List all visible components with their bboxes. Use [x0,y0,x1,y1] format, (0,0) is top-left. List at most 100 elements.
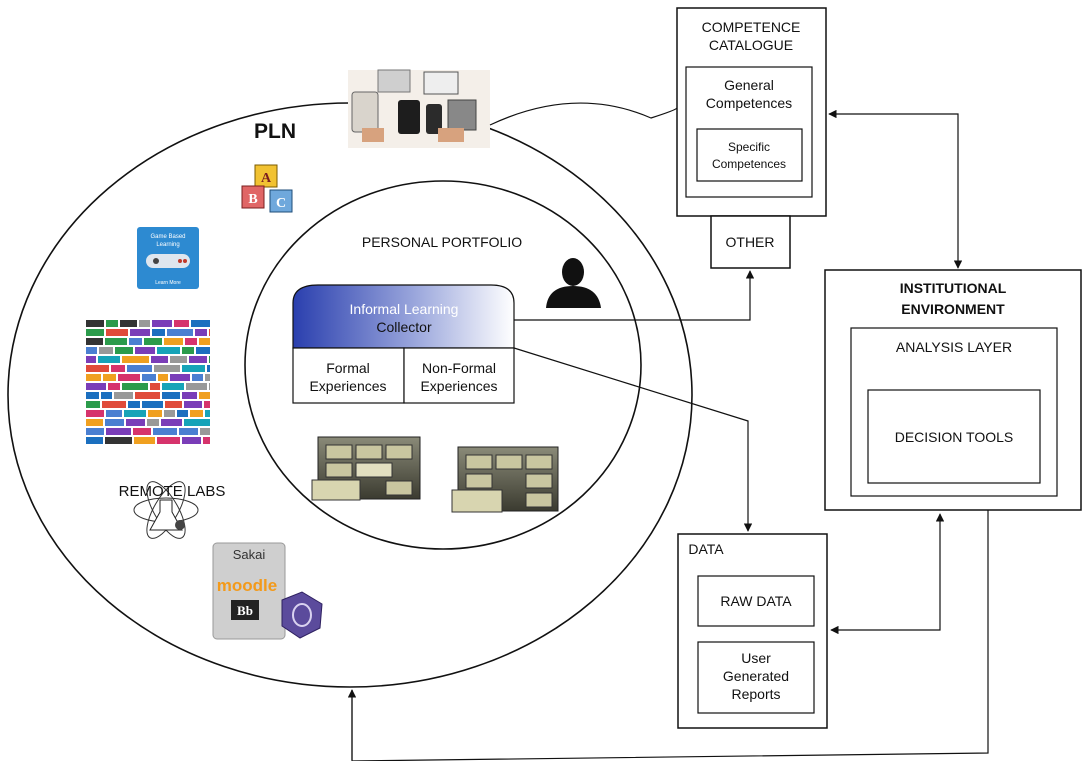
collector-label-line2: Collector [376,319,432,335]
web-tool-logo-tile [170,356,187,363]
web-tool-logo-tile [139,320,150,327]
web-tool-logo-tile [101,392,112,399]
web-tool-logo-tile [154,365,180,372]
web-tool-logo-tile [161,419,182,426]
portfolio-title: PERSONAL PORTFOLIO [362,234,522,250]
web-tool-logo-tile [150,383,160,390]
web-tool-logo-tile [192,374,203,381]
web-tool-logo-tile [86,374,101,381]
web-tool-logo-tile [203,437,210,444]
web-tool-logo-tile [106,320,118,327]
web-tool-logo-tile [148,410,162,417]
web-tool-logo-tile [184,419,210,426]
web-tool-logo-tile [105,419,124,426]
collector-label-line1: Informal Learning [350,301,459,317]
block-c-letter: C [276,196,286,211]
web-tool-logo-tile [111,365,125,372]
web-tool-logo-tile [190,410,203,417]
web-tool-logo-tile [133,428,151,435]
web-tool-logo-tile [182,347,194,354]
web-tool-logo-tile [86,320,104,327]
web-tool-logo-tile [86,428,104,435]
web-tool-logo-tile [86,383,106,390]
competence-title-line1: COMPETENCE [702,19,801,35]
web-tool-logo-tile [170,374,190,381]
web-tool-logo-tile [179,428,198,435]
web-tool-logo-tile [86,338,103,345]
competence-title-line2: CATALOGUE [709,37,793,53]
web-tool-logo-tile [120,320,137,327]
web-tool-logo-tile [124,410,146,417]
web-tool-logo-tile [86,419,103,426]
atom-flask-icon [133,481,199,539]
web-tool-logo-tile [164,338,183,345]
institutional-environment-box: INSTITUTIONAL ENVIRONMENT ANALYSIS LAYER… [824,269,1082,511]
web-tool-logo-tile [152,329,165,336]
specific-competences-line2: Competences [712,157,786,171]
connector-collector-to-other [514,270,755,321]
web-tool-logo-tile [191,320,210,327]
competence-catalogue-box: COMPETENCE CATALOGUE General Competences… [676,7,827,217]
web-tool-logo-tile [86,356,96,363]
general-competences-line2: Competences [706,95,792,111]
web-tool-logo-tile [200,428,210,435]
web-tools-collage-icon [86,320,210,444]
data-title: DATA [688,541,724,557]
web-tool-logo-tile [182,392,197,399]
lms-bb: Bb [237,603,253,618]
analysis-layer-label: ANALYSIS LAYER [896,339,1012,355]
general-competences-line1: General [724,77,774,93]
web-tool-logo-tile [142,401,163,408]
web-tool-logo-tile [209,356,210,363]
formal-experiences-line2: Experiences [309,378,386,394]
web-tool-logo-tile [177,410,188,417]
portfolio-circle [244,180,642,550]
web-tool-logo-tile [108,383,120,390]
web-tool-logo-tile [86,392,99,399]
web-tool-logo-tile [152,320,172,327]
web-tool-logo-tile [209,329,210,336]
web-tool-logo-tile [127,365,152,372]
web-tool-logo-tile [114,392,133,399]
web-tool-logo-tile [86,329,104,336]
game-badge-line1: Game Based [150,234,185,240]
institutional-title-line2: ENVIRONMENT [901,301,1005,317]
web-tool-logo-tile [98,356,120,363]
web-tool-logo-tile [182,437,201,444]
web-tool-logo-tile [128,401,140,408]
web-tool-logo-tile [157,437,180,444]
web-tool-logo-tile [164,410,175,417]
block-a-letter: A [261,171,272,186]
web-tool-logo-tile [162,392,180,399]
lms-moodle: moodle [217,576,277,595]
web-tool-logo-tile [86,401,100,408]
formal-experiences-line1: Formal [326,360,370,376]
web-tool-logo-tile [142,374,156,381]
web-tool-logo-tile [126,419,145,426]
web-tool-logo-tile [135,347,155,354]
other-box [710,215,791,269]
web-tool-logo-tile [147,419,159,426]
web-tool-logo-tile [105,437,132,444]
filing-cabinet-icon [451,446,559,513]
pln-title: PLN [254,120,296,143]
raw-data-label: RAW DATA [720,593,792,609]
connector-data-to-institutional [830,513,945,635]
nonformal-experiences-line1: Non-Formal [422,360,496,376]
specific-competences-line1: Specific [728,140,770,154]
web-tool-logo-tile [185,338,197,345]
web-tool-logo-tile [86,365,109,372]
lms-sakai: Sakai [233,547,266,562]
nonformal-experiences-line2: Experiences [420,378,497,394]
web-tool-logo-tile [205,374,210,381]
web-tool-logo-tile [157,347,180,354]
web-tool-logo-tile [118,374,140,381]
web-tool-logo-tile [207,365,210,372]
devices-icon [348,69,490,148]
web-tool-logo-tile [209,383,210,390]
web-tool-logo-tile [158,374,168,381]
web-tool-logo-tile [196,347,210,354]
web-tool-logo-tile [144,338,162,345]
web-tool-logo-tile [182,365,205,372]
